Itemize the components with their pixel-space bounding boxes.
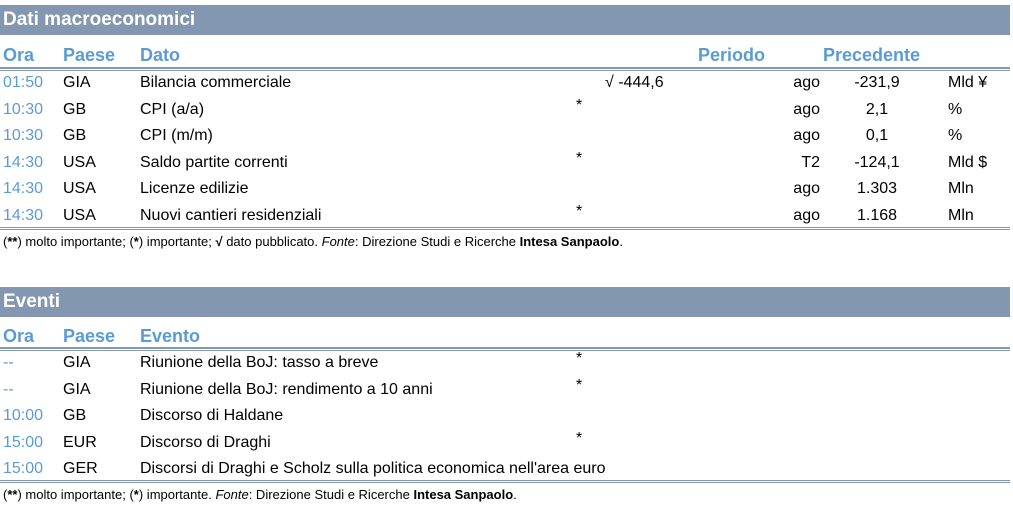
previous-value: -231,9 [854, 74, 900, 91]
table-row: 14:30 USA Nuovi cantieri residenziali * ago 1… [0, 203, 1010, 229]
indicator: Licenze edilizie [140, 180, 249, 197]
unit: Mld $ [948, 153, 988, 171]
previous-value: 1.303 [856, 180, 898, 197]
col-header-periodo: Periodo [698, 45, 766, 65]
event: Riunione della BoJ: tasso a breve [140, 354, 379, 371]
col-header-precedente: Precedente [823, 45, 921, 65]
unit: % [948, 127, 963, 144]
event: Discorso di Haldane [140, 407, 284, 425]
eventi-section-title: Eventi [0, 287, 1010, 317]
table-row: -- GIA Riunione della BoJ: rendimento a 10… [0, 377, 1010, 403]
importance-marker: * [576, 96, 583, 114]
divider [0, 480, 1010, 483]
macro-footnote: (**) molto importante; (*) importante; √… [3, 234, 623, 249]
time: 01:50 [3, 74, 44, 91]
previous-value: 1.168 [856, 206, 898, 224]
importance-marker: * [576, 350, 583, 367]
divider [0, 67, 1010, 71]
time: 15:00 [3, 460, 44, 478]
period: ago [793, 100, 820, 118]
indicator: CPI (m/m) [140, 127, 213, 144]
indicator: Nuovi cantieri residenziali [140, 206, 322, 224]
table-row: 10:30 GB CPI (a/a) * ago 2,1% [0, 97, 1010, 123]
col-header-ora: Ora [3, 45, 35, 65]
unit: Mln [948, 180, 974, 197]
unit: Mld ¥ [948, 74, 988, 91]
table-row: 10:00 GB Discorso di Haldane [0, 403, 1010, 429]
time: 14:30 [3, 206, 44, 224]
period: ago [793, 74, 820, 91]
divider [0, 347, 1010, 351]
table-row: 14:30 USA Licenze edilizie ago 1.303 Mln [0, 176, 1010, 202]
time: -- [3, 354, 14, 371]
importance-marker: * [576, 429, 583, 447]
col-header-dato: Dato [140, 45, 180, 65]
period: ago [793, 127, 820, 144]
table-row: 15:00 EUR Discorso di Draghi * [0, 430, 1010, 456]
importance-marker: * [576, 149, 583, 167]
event: Discorsi di Draghi e Scholz sulla politi… [140, 460, 606, 478]
country: USA [63, 206, 96, 224]
col-header-evento: Evento [140, 326, 201, 346]
importance-marker: * [576, 202, 583, 220]
country: GER [63, 460, 98, 478]
table-row: 01:50 GIA Bilancia commerciale √ -444,6 ago -… [0, 70, 1010, 96]
table-row: 15:00 GER Discorsi di Draghi e Scholz sull… [0, 456, 1010, 482]
importance-marker: * [576, 376, 583, 394]
country: USA [63, 153, 96, 171]
unit: % [948, 100, 963, 118]
period: ago [793, 206, 820, 224]
country: GIA [63, 74, 91, 91]
table-row: 10:30 GB CPI (m/m) ago 0,1% [0, 123, 1010, 149]
country: GIA [63, 354, 91, 371]
period: T2 [801, 153, 820, 171]
table-row: -- GIA Riunione della BoJ: tasso a breve * [0, 350, 1010, 376]
country: GB [63, 127, 87, 144]
indicator: Bilancia commerciale [140, 74, 292, 91]
time: 14:30 [3, 153, 44, 171]
indicator: Saldo partite correnti [140, 153, 288, 171]
previous-value: -124,1 [854, 153, 900, 171]
time: 15:00 [3, 433, 44, 451]
col-header-ora: Ora [3, 326, 35, 346]
unit: Mln [948, 206, 974, 224]
macro-section-title: Dati macroeconomici [0, 5, 1010, 35]
table-row: 14:30 USA Saldo partite correnti * T2 -124,1 M… [0, 150, 1010, 176]
actual-value: √ -444,6 [605, 74, 664, 91]
time: 10:30 [3, 127, 44, 144]
country: EUR [63, 433, 97, 451]
divider [0, 227, 1010, 230]
country: USA [63, 180, 96, 197]
time: 10:30 [3, 100, 44, 118]
eventi-footnote: (**) molto importante; (*) importante. F… [3, 487, 517, 502]
time: 14:30 [3, 180, 44, 197]
event: Discorso di Draghi [140, 433, 271, 451]
previous-value: 0,1 [865, 127, 889, 144]
col-header-paese: Paese [63, 326, 116, 346]
event: Riunione della BoJ: rendimento a 10 anni [140, 380, 433, 398]
indicator: CPI (a/a) [140, 100, 205, 118]
previous-value: 2,1 [865, 100, 889, 118]
period: ago [793, 180, 820, 197]
time: 10:00 [3, 407, 44, 425]
country: GIA [63, 380, 91, 398]
country: GB [63, 100, 87, 118]
country: GB [63, 407, 87, 425]
col-header-paese: Paese [63, 45, 116, 65]
time: -- [3, 380, 14, 398]
